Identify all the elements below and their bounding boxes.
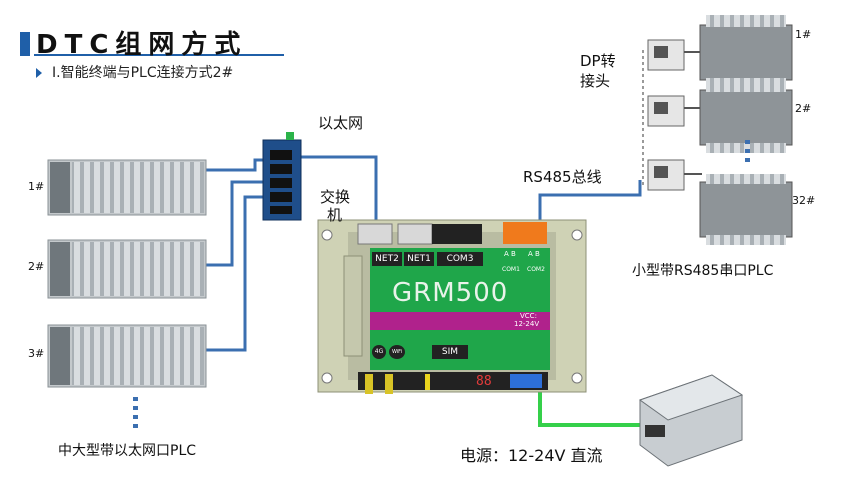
dp-adapter-label-line2: 接头 <box>580 72 611 90</box>
bullet-triangle-icon <box>36 68 42 78</box>
large-plc-2 <box>47 239 207 299</box>
com2-label: COM2 <box>527 266 545 273</box>
sim-slot-label: SIM <box>432 345 468 359</box>
seven-segment-display: 88 <box>476 374 492 389</box>
page-title: DTC组网方式 <box>36 30 248 60</box>
small-plc-32 <box>699 174 793 245</box>
small-plc-2 <box>699 82 793 153</box>
dp-adapter-1 <box>647 39 685 71</box>
com1-ab-label: A B <box>504 250 516 258</box>
device-model: GRM500 <box>392 278 509 308</box>
large-plc-1 <box>47 159 207 216</box>
small-plc-1 <box>699 15 793 88</box>
com1-label: COM1 <box>502 266 520 273</box>
wifi-badge: WiFi <box>389 345 405 359</box>
ethernet-cables <box>205 155 642 352</box>
more-large-plcs-dots <box>133 397 138 428</box>
vcc-range: 12-24V <box>514 320 540 328</box>
com2-ab-label: A B <box>528 250 540 258</box>
small-plc-label: 小型带RS485串口PLC <box>632 263 774 279</box>
more-small-plcs-dots <box>745 140 750 162</box>
switch-label-line2: 机 <box>327 206 343 224</box>
power-label: 电源：12-24V 直流 <box>460 446 603 465</box>
com3-port-label: COM3 <box>437 252 483 266</box>
rs485-bus-label: RS485总线 <box>523 168 602 186</box>
small-plc-32-number: 32# <box>792 194 816 207</box>
subtitle-text: I.智能终端与PLC连接方式2# <box>52 65 234 81</box>
power-cable <box>538 385 640 427</box>
large-plc-3 <box>47 324 207 388</box>
large-plc-1-number: 1# <box>28 180 45 193</box>
net1-port-label: NET1 <box>404 252 434 266</box>
switch-label-line1: 交换 <box>320 188 351 206</box>
dp-adapter-label-line1: DP转 <box>580 52 616 70</box>
large-plc-2-number: 2# <box>28 260 45 273</box>
dp-adapter-2 <box>647 95 685 127</box>
4g-badge: 4G <box>372 345 386 359</box>
dp-adapter-3 <box>647 159 685 191</box>
power-supply <box>638 374 744 467</box>
net2-port-label: NET2 <box>372 252 402 266</box>
large-plc-label: 中大型带以太网口PLC <box>58 443 197 459</box>
title-accent-bar <box>20 32 30 56</box>
small-plc-1-number: 1# <box>795 28 812 41</box>
ethernet-switch <box>262 132 302 221</box>
title-underline <box>34 54 284 56</box>
large-plc-3-number: 3# <box>28 347 45 360</box>
page-subtitle: I.智能终端与PLC连接方式2# <box>36 62 233 82</box>
dp-connections <box>684 51 702 175</box>
vcc-label: VCC: <box>520 312 537 320</box>
small-plc-2-number: 2# <box>795 102 812 115</box>
ethernet-label: 以太网 <box>318 114 364 132</box>
